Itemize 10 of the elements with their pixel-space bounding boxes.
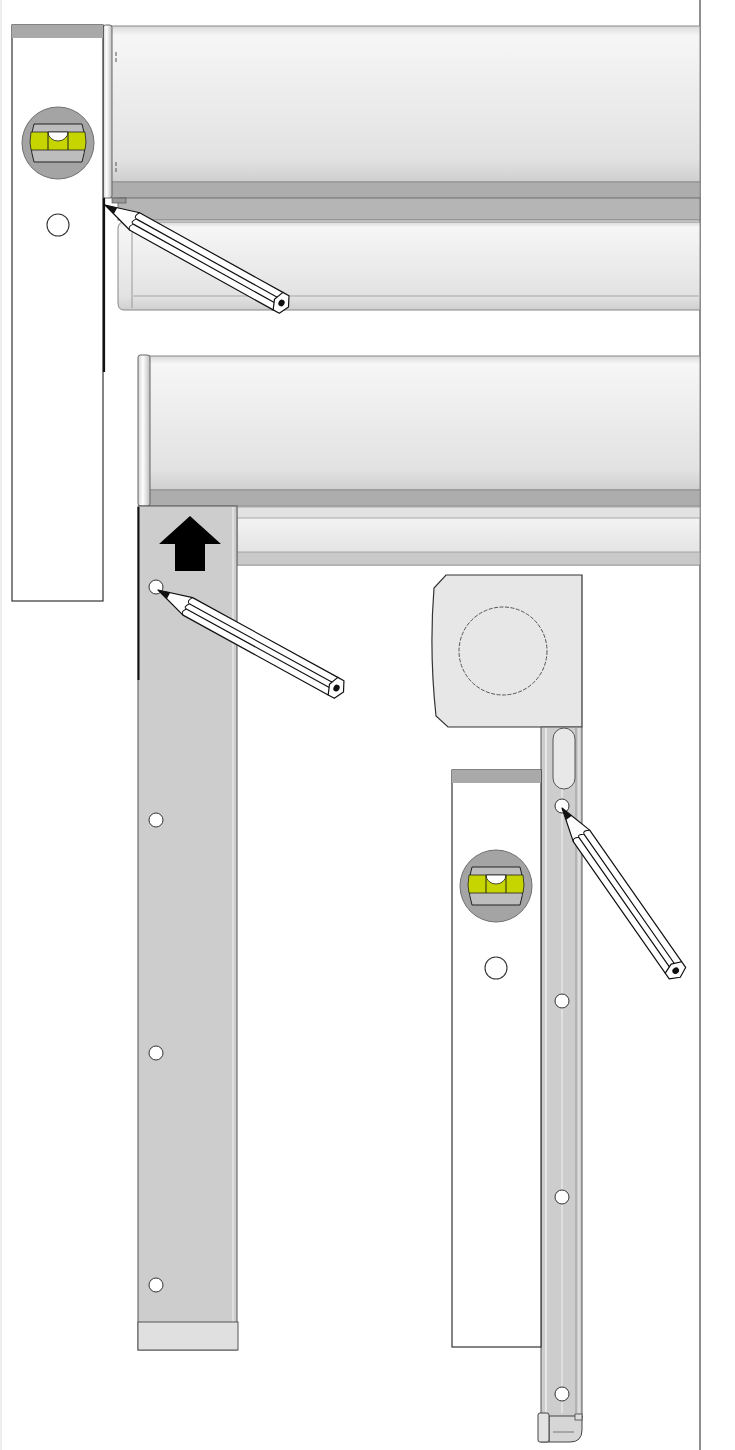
awning-cassette bbox=[137, 354, 701, 507]
spirit-level bbox=[11, 24, 106, 602]
front-profile bbox=[236, 506, 701, 566]
side-bracket bbox=[431, 574, 583, 728]
awning-cassette bbox=[102, 24, 701, 199]
spirit-level bbox=[451, 769, 542, 1348]
pencil bbox=[561, 807, 687, 980]
front-profile bbox=[111, 197, 701, 311]
guide-rail bbox=[537, 726, 583, 1443]
pencil bbox=[104, 204, 290, 314]
